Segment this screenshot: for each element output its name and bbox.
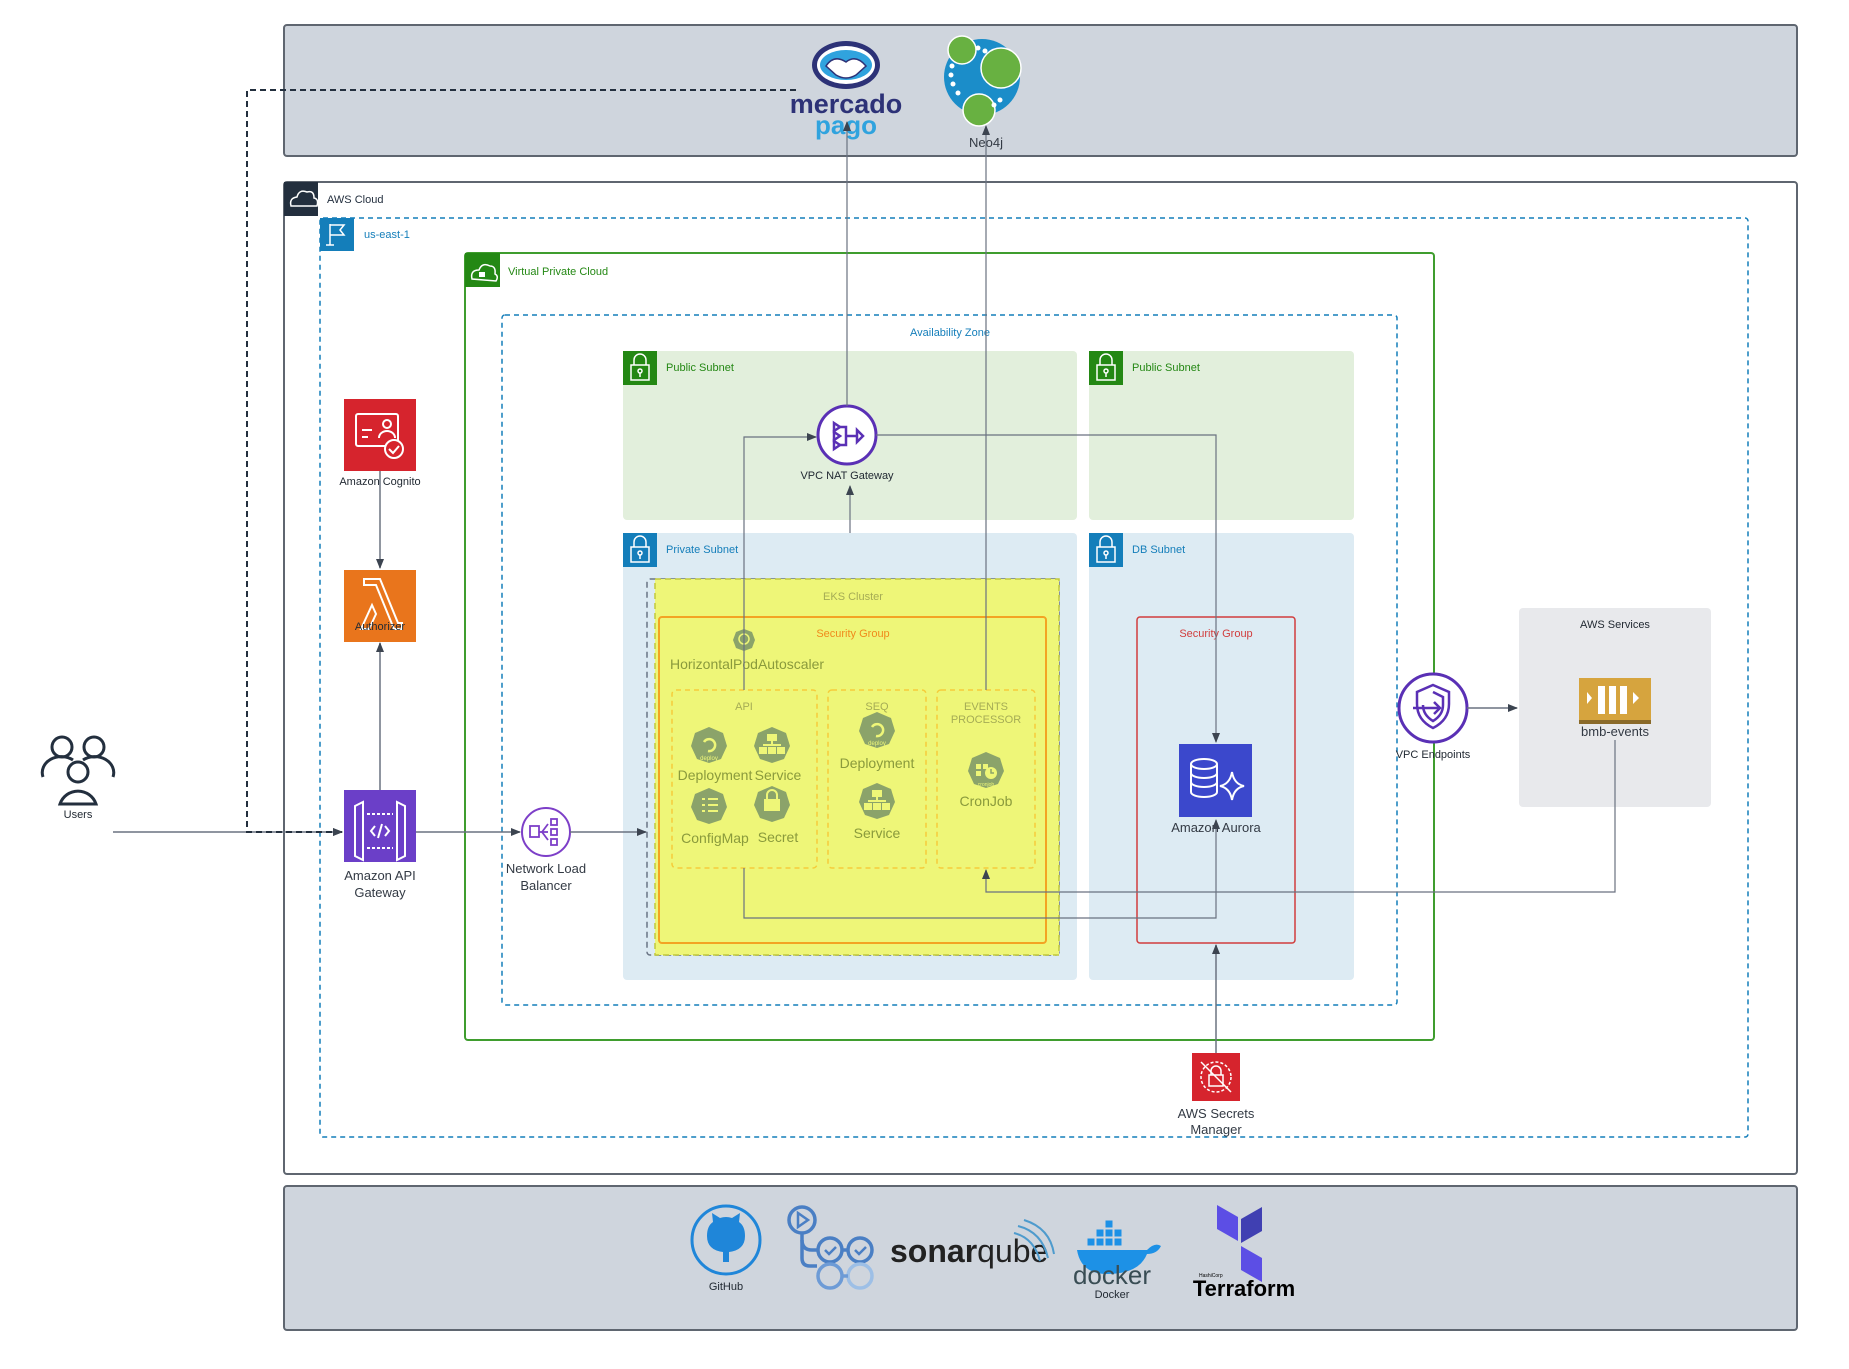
events-cronjob[interactable]: cronjob CronJob <box>960 752 1013 809</box>
terraform-icon <box>1217 1205 1262 1282</box>
vpc-group: Virtual Private Cloud <box>464 252 1435 1041</box>
github-actions[interactable] <box>787 1205 874 1290</box>
eks-security-group: Security Group <box>658 616 1047 944</box>
api-service[interactable]: Service <box>754 727 802 783</box>
namespace-events-processor: EVENTS PROCESSOR cronjob CronJob <box>936 689 1036 869</box>
seq-service[interactable]: Service <box>854 783 901 841</box>
eks-security-group-label: Security Group <box>816 628 889 640</box>
authorizer-label: Authorizer <box>355 621 405 633</box>
sqs-label: bmb-events <box>1581 724 1649 739</box>
svg-text:deploy: deploy <box>868 741 886 747</box>
edge-mercadopago-to-apigw <box>246 89 796 836</box>
cloud-icon <box>289 190 319 207</box>
edge-api-to-aurora <box>743 819 1220 919</box>
edge-nat-to-aurora <box>876 434 1220 743</box>
availability-zone-group: Availability Zone <box>501 314 1398 1006</box>
vpc-endpoints-label: VPC Endpoints <box>1396 749 1471 761</box>
namespace-api-title: API <box>735 701 753 713</box>
edge-api-to-nat <box>743 433 817 690</box>
seq-deployment-label: Deployment <box>840 755 915 771</box>
secrets-manager-label-1: AWS Secrets <box>1178 1106 1255 1121</box>
sqs-bmb-events[interactable]: bmb-events <box>1579 678 1651 739</box>
vpc-label: Virtual Private Cloud <box>508 266 608 278</box>
vpc-cloud-lock-icon <box>470 263 499 282</box>
eks-cluster-label: EKS Cluster <box>823 591 883 603</box>
aurora-icon <box>1179 744 1252 817</box>
mercado-pago-text-mercado: mercado <box>790 89 903 119</box>
api-deployment-label: Deployment <box>678 767 753 783</box>
docker[interactable]: docker Docker <box>1073 1219 1161 1301</box>
users-label: Users <box>64 809 93 821</box>
network-load-balancer[interactable]: Network Load Balancer <box>506 807 586 893</box>
flag-icon <box>326 224 346 246</box>
events-cronjob-label: CronJob <box>960 793 1013 809</box>
users[interactable]: Users <box>40 735 116 821</box>
amazon-cognito[interactable]: Amazon Cognito <box>339 399 421 488</box>
nlb-label-2: Balancer <box>520 878 572 893</box>
namespace-events-title-2: PROCESSOR <box>951 714 1021 726</box>
vpc-nat-gateway[interactable]: VPC NAT Gateway <box>800 404 894 482</box>
deployment-icon <box>859 712 895 748</box>
api-gateway-label-1: Amazon API <box>344 868 416 883</box>
tooling-panel <box>283 1185 1798 1331</box>
github[interactable]: GitHub <box>690 1204 762 1293</box>
sonarqube-waves-icon <box>1013 1219 1055 1262</box>
hashicorp-label: HashiCorp <box>1199 1273 1223 1279</box>
api-configmap-label: ConfigMap <box>681 830 749 846</box>
hpa-label: HorizontalPodAutoscaler <box>670 656 824 672</box>
namespace-seq-title: SEQ <box>865 701 889 713</box>
github-icon <box>690 1204 762 1276</box>
deployment-icon <box>691 727 727 763</box>
amazon-api-gateway[interactable]: Amazon API Gateway <box>344 790 416 900</box>
namespace-seq: SEQ deploy Deployment Service <box>827 689 927 869</box>
api-configmap[interactable]: ConfigMap <box>681 788 749 846</box>
lock-icon <box>1096 353 1116 381</box>
secrets-manager-label-2: Manager <box>1190 1122 1242 1137</box>
connectors <box>113 89 1616 1053</box>
seq-service-label: Service <box>854 825 901 841</box>
mercado-pago-text-pago: pago <box>815 110 877 140</box>
api-gateway-label-2: Gateway <box>354 885 406 900</box>
docker-whale-icon <box>1077 1219 1161 1274</box>
nlb-label-1: Network Load <box>506 861 586 876</box>
users-icon <box>40 735 116 806</box>
docker-label: Docker <box>1095 1289 1130 1301</box>
svg-text:deploy: deploy <box>700 756 718 762</box>
terraform[interactable]: HashiCorp Terraform <box>1193 1205 1295 1301</box>
aws-services-title: AWS Services <box>1580 619 1650 631</box>
lambda-icon <box>344 570 416 642</box>
github-actions-icon <box>787 1205 874 1290</box>
api-deployment[interactable]: deploy Deployment <box>678 727 753 783</box>
lock-icon <box>1096 535 1116 563</box>
github-label: GitHub <box>709 1281 743 1293</box>
api-service-label: Service <box>755 767 802 783</box>
namespace-events-title-1: EVENTS <box>964 701 1008 713</box>
api-secret-label: Secret <box>758 829 799 845</box>
private-subnet-label: Private Subnet <box>666 544 738 556</box>
lambda-authorizer[interactable]: Authorizer <box>344 570 416 642</box>
edge-sqs-to-events <box>982 740 1616 893</box>
terraform-label: Terraform <box>1193 1276 1295 1301</box>
svg-text:cronjob: cronjob <box>978 782 995 788</box>
sonarqube[interactable]: sonarqube <box>890 1219 1055 1269</box>
seq-deployment[interactable]: deploy Deployment <box>840 712 915 771</box>
aws-cloud-label: AWS Cloud <box>327 194 383 206</box>
lock-icon <box>630 535 650 563</box>
api-secret[interactable]: Secret <box>754 786 798 845</box>
nat-gateway-label: VPC NAT Gateway <box>800 470 894 482</box>
region-label: us-east-1 <box>364 229 410 241</box>
availability-zone-label: Availability Zone <box>910 327 990 339</box>
aws-secrets-manager[interactable]: AWS Secrets Manager <box>1178 1053 1255 1137</box>
lock-icon <box>630 353 650 381</box>
mercado-pago-logo[interactable]: mercado pago <box>790 41 903 140</box>
public-subnet-1-label: Public Subnet <box>666 362 734 374</box>
db-subnet-label: DB Subnet <box>1132 544 1185 556</box>
public-subnet-2-label: Public Subnet <box>1132 362 1200 374</box>
docker-wordmark: docker <box>1073 1260 1151 1290</box>
region-group: us-east-1 <box>319 217 1749 1138</box>
public-subnet-2: Public Subnet <box>1089 351 1354 520</box>
